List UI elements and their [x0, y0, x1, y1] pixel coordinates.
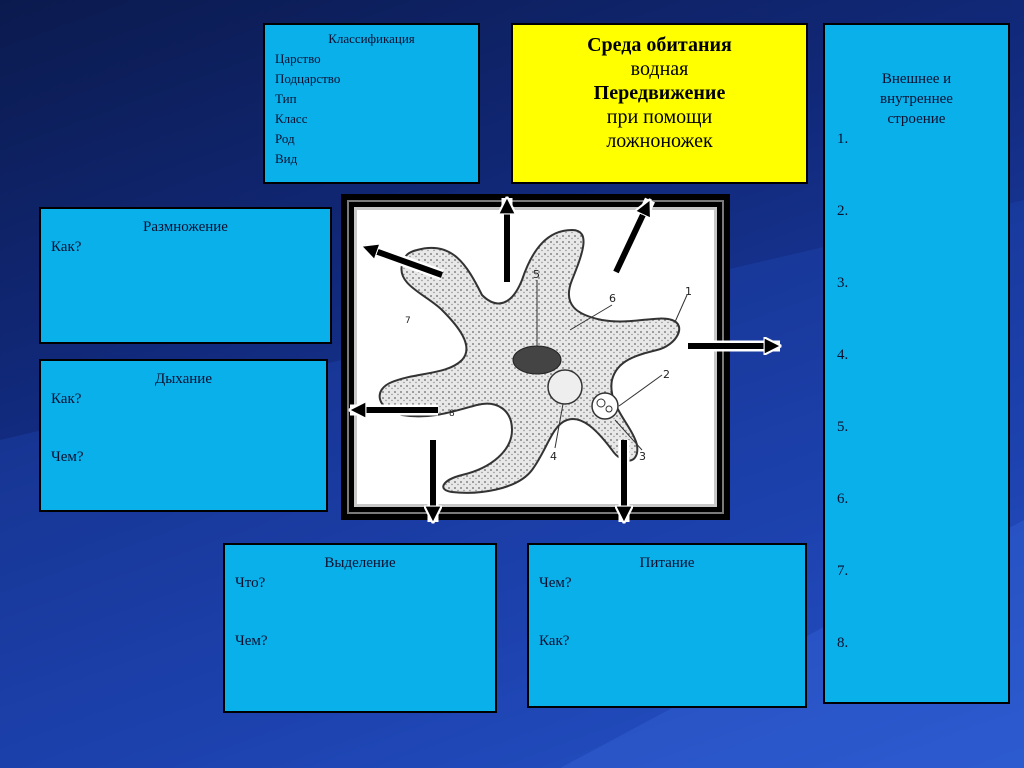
movement-value-1: при помощи: [606, 106, 713, 128]
diagram-label-3: 3: [639, 450, 646, 463]
diagram-label-7: 7: [405, 316, 411, 326]
amoeba-contractile-vacuole: [547, 369, 583, 405]
reproduction-title: Размножение: [143, 219, 228, 235]
movement-value-2: ложноножек: [606, 130, 713, 152]
diagram-label-1: 1: [685, 285, 692, 298]
respiration-question-with-what: Чем?: [51, 449, 84, 465]
classification-title: Классификация: [328, 31, 415, 46]
excretion-question-what: Что?: [235, 575, 266, 591]
structure-title-1: Внешнее и: [881, 71, 952, 87]
respiration-box: Дыхание Как? Чем?: [39, 359, 328, 512]
nutrition-title: Питание: [639, 555, 695, 571]
amoeba-digestive-vacuole: [591, 392, 619, 420]
diagram-label-2: 2: [663, 368, 670, 381]
nutrition-question-with-what: Чем?: [539, 575, 572, 591]
nutrition-question-how: Как?: [539, 633, 570, 649]
structure-box: Внешнее и внутреннее строение 1. 2. 3. 4…: [823, 23, 1010, 704]
structure-number: 3.: [837, 275, 849, 291]
movement-title: Передвижение: [593, 82, 726, 104]
classification-kingdom: Царство: [275, 51, 321, 66]
excretion-box: Выделение Что? Чем?: [223, 543, 497, 713]
structure-title-3: строение: [887, 111, 946, 127]
habitat-value: водная: [630, 58, 689, 80]
diagram-label-4: 4: [550, 450, 557, 463]
reproduction-box: Размножение Как?: [39, 207, 332, 344]
classification-genus: Род: [275, 131, 295, 146]
structure-number: 4.: [837, 347, 849, 363]
classification-subkingdom: Подцарство: [275, 71, 341, 86]
habitat-title: Среда обитания: [587, 34, 732, 56]
structure-number: 5.: [837, 419, 849, 435]
respiration-question-how: Как?: [51, 391, 82, 407]
amoeba-drawing: 1 2 3 4 5 6 7 8: [378, 228, 692, 494]
reproduction-question-how: Как?: [51, 239, 82, 255]
amoeba-nucleus: [512, 345, 562, 375]
structure-number: 6.: [837, 491, 849, 507]
diagram-label-8: 8: [449, 409, 455, 419]
structure-title-2: внутреннее: [880, 91, 953, 107]
structure-number: 1.: [837, 131, 849, 147]
structure-number: 2.: [837, 203, 849, 219]
respiration-title: Дыхание: [155, 371, 212, 387]
diagram-label-5: 5: [533, 268, 540, 281]
excretion-title: Выделение: [324, 555, 396, 571]
structure-number: 7.: [837, 563, 849, 579]
classification-class: Класс: [275, 111, 308, 126]
classification-box: Классификация Царство Подцарство Тип Кла…: [263, 23, 480, 184]
amoeba-diagram-frame: 1 2 3 4 5 6 7 8: [341, 194, 730, 520]
nutrition-box: Питание Чем? Как?: [527, 543, 807, 708]
diagram-label-6: 6: [609, 292, 616, 305]
classification-phylum: Тип: [275, 91, 297, 106]
structure-number: 8.: [837, 635, 849, 651]
habitat-box: Среда обитания водная Передвижение при п…: [511, 23, 808, 184]
classification-species: Вид: [275, 151, 298, 166]
excretion-question-with-what: Чем?: [235, 633, 268, 649]
